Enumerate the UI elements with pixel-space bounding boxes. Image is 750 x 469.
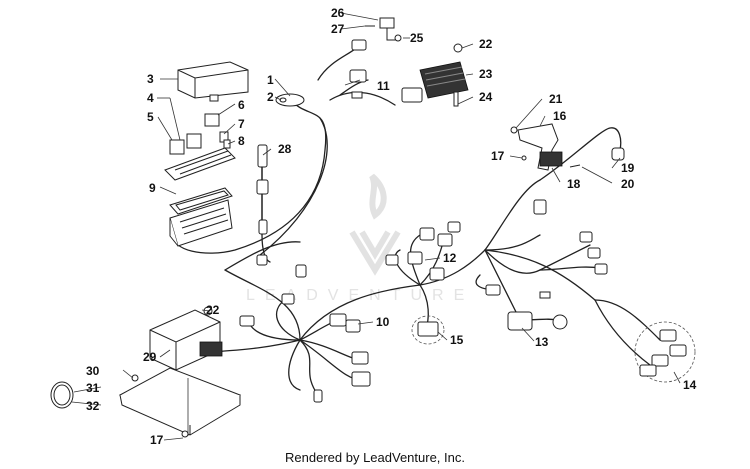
callout-label: 28	[278, 142, 292, 156]
sensor	[256, 144, 269, 235]
gasket	[169, 187, 233, 215]
callout-label: 20	[621, 177, 635, 191]
callout-label: 25	[410, 31, 424, 45]
clamp-ring	[50, 381, 74, 409]
rendered-by-footer: Rendered by LeadVenture, Inc.	[285, 450, 465, 465]
callout-label: 8	[238, 134, 245, 148]
relay-box-cover	[177, 61, 249, 102]
callout-label: 27	[331, 22, 345, 36]
callout-label: 6	[238, 98, 245, 112]
relays	[169, 113, 231, 155]
voltage-regulator	[401, 43, 469, 107]
callout-label: 9	[149, 181, 156, 195]
callout-label: 4	[147, 91, 154, 105]
callout-label: 21	[549, 92, 563, 106]
callout-label: 26	[331, 6, 345, 20]
callout-label: 12	[443, 251, 457, 265]
callout-label: 10	[376, 315, 390, 329]
connector-11	[349, 69, 367, 99]
connector-13	[507, 291, 568, 331]
leader-lines	[71, 12, 681, 441]
callout-label: 32	[86, 399, 100, 413]
callout-label: 1	[267, 73, 274, 87]
harness-clip	[275, 93, 305, 107]
connector-cluster-12	[385, 221, 461, 281]
callout-label: 29	[143, 350, 157, 364]
fuse-box	[169, 199, 233, 247]
callout-label: 31	[86, 381, 100, 395]
callout-label: 7	[238, 117, 245, 131]
callout-labels: 1 2 3 4 5 6 7 8 9 10 11 12 13 14 15 16 1…	[86, 6, 697, 447]
callout-label: 30	[86, 364, 100, 378]
callout-label: 2	[267, 90, 274, 104]
connector-group-10	[239, 254, 371, 403]
fuse-strip	[164, 147, 236, 181]
watermark-text: LEADVENTURE	[246, 287, 474, 304]
callout-label: 5	[147, 110, 154, 124]
callout-label: 11	[377, 79, 390, 93]
callout-label: 22	[479, 37, 493, 51]
bracket-16	[510, 123, 625, 171]
mounting-plate	[118, 367, 242, 438]
callout-label: 17	[150, 433, 164, 447]
upper-bracket	[351, 17, 402, 51]
callout-label: 3	[147, 72, 154, 86]
ecu-module	[149, 306, 223, 371]
callout-label: 17	[491, 149, 505, 163]
callout-label: 24	[479, 90, 493, 104]
connector-group-14	[634, 321, 696, 383]
callout-label: 19	[621, 161, 635, 175]
callout-label: 16	[553, 109, 567, 123]
callout-label: 18	[567, 177, 581, 191]
callout-label: 15	[450, 333, 464, 347]
callout-label: 14	[683, 378, 697, 392]
leadventure-watermark: LEADVENTURE	[246, 173, 474, 304]
callout-label: 22	[206, 303, 220, 317]
connector-15	[411, 315, 445, 345]
connector-cluster-right	[485, 199, 608, 296]
callout-label: 23	[479, 67, 493, 81]
callout-label: 13	[535, 335, 549, 349]
